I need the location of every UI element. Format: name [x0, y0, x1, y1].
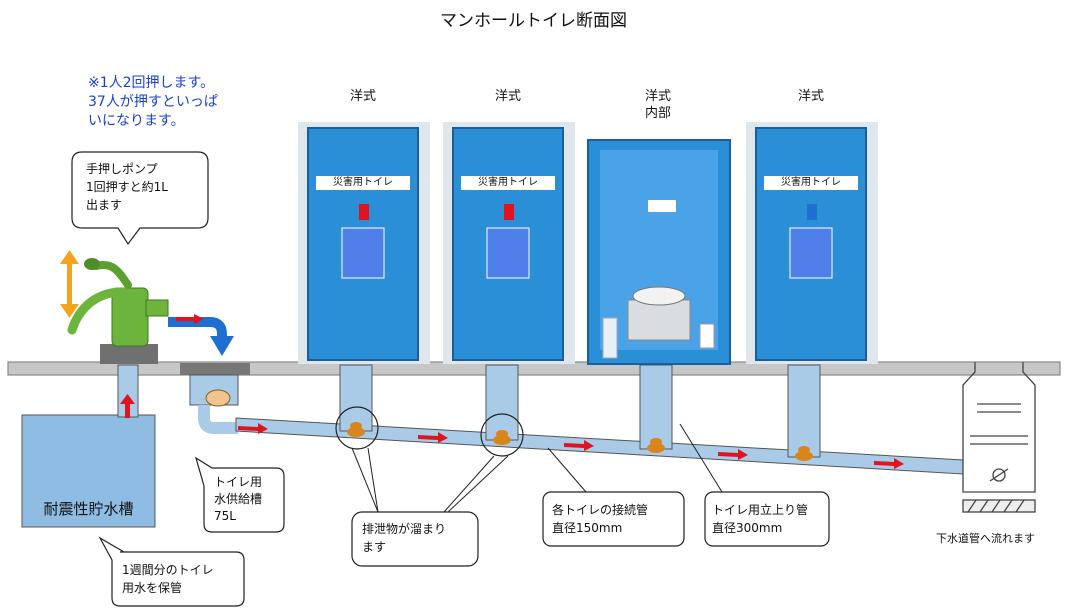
toilet-booth-4	[746, 122, 878, 364]
riser-pipe-3	[639, 364, 673, 450]
supply-callout-bubble	[194, 456, 285, 533]
pipe-pointer-line	[547, 447, 587, 493]
toilet-booth-interior	[587, 139, 731, 365]
waste-callout-box	[351, 511, 479, 567]
riser-pointer-line	[679, 423, 723, 493]
toilet-booth-2	[443, 122, 575, 364]
pump-callout-bubble	[71, 151, 209, 246]
tank-up-arrow	[125, 402, 130, 418]
riser-pipe-4	[787, 364, 821, 458]
waste-callout-text: 排泄物が溜まり ます	[362, 522, 447, 554]
supply-tank-lid	[180, 363, 250, 375]
toilet-label-1: 洋式	[349, 89, 376, 104]
toilet-label-3: 洋式 内部	[644, 89, 671, 121]
waste-highlight-1	[335, 406, 379, 450]
flow-arrows	[238, 423, 904, 469]
pipe-callout-box	[542, 491, 685, 547]
booth-sign-4: 災害用トイレ	[781, 177, 841, 188]
riser-callout-box	[704, 491, 830, 547]
pipe-callout-text: 各トイレの接続管 直径150mm	[552, 503, 649, 535]
supply-tank-float	[205, 389, 231, 407]
riser-pipe-1	[339, 364, 373, 432]
waste-highlight-2	[480, 413, 524, 457]
hand-pump	[67, 258, 169, 364]
pump-callout-text: 手押しポンプ 1回押すと約1L 出ます	[86, 162, 168, 212]
riser-pipe-2	[485, 364, 519, 441]
tank-up-arrow-head	[120, 394, 135, 404]
riser-callout-text: トイレ用立上り管 直径300mm	[712, 503, 809, 535]
pump-motion-arrow	[60, 250, 79, 318]
page-title: マンホールトイレ断面図	[440, 11, 627, 31]
waste-icon	[347, 422, 813, 461]
pump-flow-arrow	[168, 314, 234, 356]
toilet-label-2: 洋式	[494, 89, 521, 104]
booth-sign-1: 災害用トイレ	[333, 177, 393, 188]
storage-callout-bubble	[98, 536, 245, 607]
supply-tank-callout-text: トイレ用 水供給槽 75L	[214, 475, 263, 523]
booth-sign-2: 災害用トイレ	[478, 177, 538, 188]
storage-tank	[21, 414, 156, 528]
sewer-manhole	[962, 362, 1036, 513]
supply-tank-outflow	[198, 405, 238, 434]
storage-tank-label: 耐震性貯水槽	[43, 500, 134, 518]
usage-note: ※1人2回押します。 37人が押すといっぱ いになります。	[88, 75, 218, 129]
sewer-label: 下水道管へ流れます	[936, 532, 1035, 545]
toilet-booth-1	[298, 122, 430, 364]
waste-pointer-lines	[351, 447, 509, 513]
storage-callout-text: 1週間分のトイレ 用水を保管	[122, 563, 214, 595]
toilet-label-4: 洋式	[797, 89, 824, 104]
